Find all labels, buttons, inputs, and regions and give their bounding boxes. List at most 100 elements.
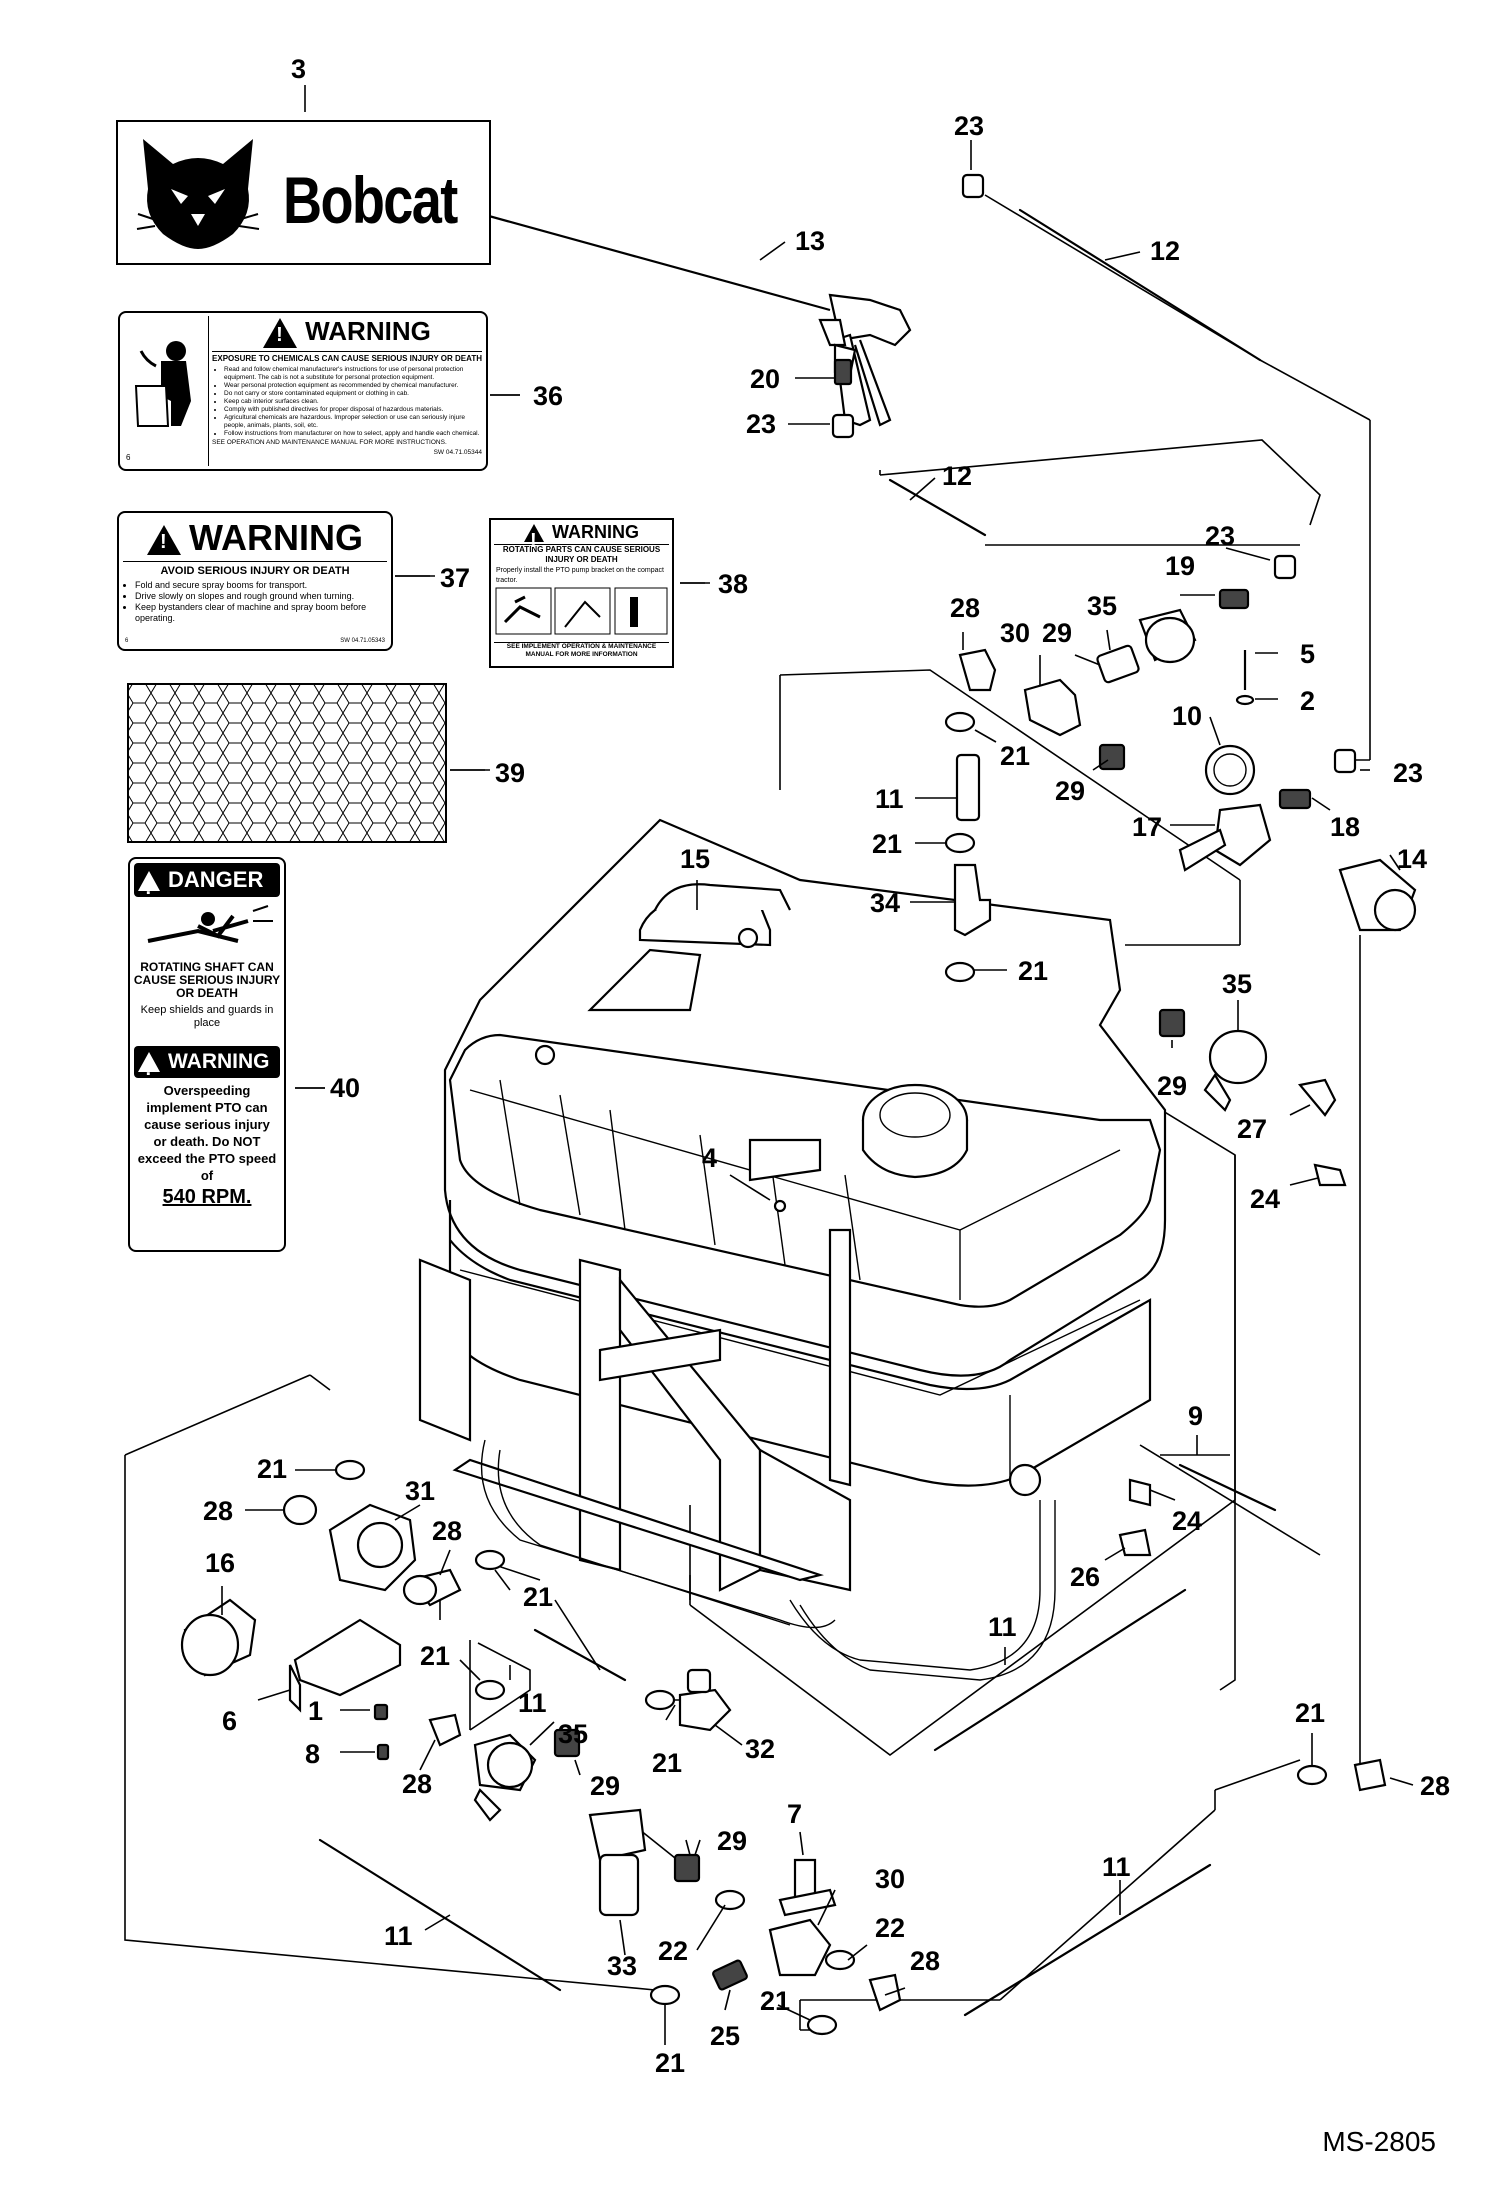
callout-label: 21	[257, 1454, 287, 1484]
callout-label: 13	[795, 226, 825, 256]
callout-label: 38	[718, 569, 748, 599]
callout-label: 28	[1420, 1771, 1450, 1801]
decal-bullet: Keep bystanders clear of machine and spr…	[135, 602, 391, 624]
decal-bullet: Properly install the PTO pump bracket on…	[496, 567, 664, 584]
reflective-decal	[127, 683, 447, 843]
callout-label: 8	[305, 1739, 320, 1769]
decal-heading: AVOID SERIOUS INJURY OR DEATH	[160, 565, 350, 577]
decal-leaders	[295, 394, 710, 1089]
callout-label: 22	[658, 1936, 688, 1966]
person-spraying-icon	[134, 341, 191, 427]
callout-label: 17	[1132, 812, 1162, 842]
callout-labels: 3 23 13 12 20 23 36 12 23 19 37 38 28 35…	[203, 54, 1450, 2078]
callout-label: 29	[1157, 1071, 1187, 1101]
callout-label: 35	[1087, 591, 1117, 621]
callout-label: 20	[750, 364, 780, 394]
callout-label: 35	[1222, 969, 1252, 999]
callout-label: 29	[590, 1771, 620, 1801]
decal-code-right: SW 04.71.05344	[433, 449, 482, 457]
callout-label: 23	[1205, 521, 1235, 551]
decal-code-left: 6	[125, 638, 129, 644]
callout-label: 12	[942, 461, 972, 491]
callout-label: 28	[432, 1516, 462, 1546]
callout-label: 23	[1393, 758, 1423, 788]
decal-heading: ROTATING PARTS CAN CAUSE SERIOUS INJURY …	[494, 544, 669, 565]
callout-label: 27	[1237, 1114, 1267, 1144]
callout-label: 9	[1188, 1401, 1203, 1431]
callout-label: 4	[702, 1143, 717, 1173]
fittings	[180, 173, 1417, 2036]
decal-bullet: Follow instructions from manufacturer on…	[224, 430, 482, 438]
callout-label: 11	[988, 1612, 1017, 1642]
callout-label: 30	[1000, 618, 1030, 648]
clamp-23-top	[961, 173, 985, 199]
decal-bullet: Do not carry or store contaminated equip…	[224, 390, 482, 398]
callout-label: 11	[384, 1921, 413, 1951]
danger-triangle-icon	[138, 871, 160, 900]
decal-footer: SEE OPERATION AND MAINTENANCE MANUAL FOR…	[212, 439, 447, 447]
callout-label: 21	[655, 2048, 685, 2078]
callout-label: 31	[405, 1476, 435, 1506]
callout-label: 16	[205, 1548, 235, 1578]
warning-triangle-icon	[138, 1052, 160, 1081]
callout-label: 26	[1070, 1562, 1100, 1592]
decal-title: WARNING	[305, 316, 431, 346]
decal-pictogram: 6	[123, 316, 209, 466]
callout-label: 28	[950, 593, 980, 623]
callout-label: 7	[787, 1799, 802, 1829]
decal-bullet: Drive slowly on slopes and rough ground …	[135, 591, 391, 602]
decal-code-right: SW 04.71.05343	[340, 638, 385, 644]
decal-bullet: Wear personal protection equipment as re…	[224, 382, 482, 390]
callout-label: 21	[1000, 741, 1030, 771]
callout-label: 15	[680, 844, 710, 874]
callout-label: 11	[518, 1688, 547, 1718]
callout-label: 11	[1102, 1852, 1131, 1882]
callout-label: 1	[308, 1696, 323, 1726]
danger-header: DANGER	[134, 863, 280, 900]
callout-label: 35	[558, 1719, 588, 1749]
callout-label: 28	[203, 1496, 233, 1526]
warning-triangle-icon	[147, 525, 181, 556]
callout-label: 6	[222, 1706, 237, 1736]
callout-label: 29	[1055, 776, 1085, 806]
callout-label: 21	[652, 1748, 682, 1778]
callout-label: 11	[875, 784, 904, 814]
decal-title: WARNING	[552, 522, 639, 542]
decal-bullet: Agricultural chemicals are hazardous. Im…	[224, 414, 482, 430]
callout-label: 23	[746, 409, 776, 439]
danger-title: DANGER	[168, 867, 264, 892]
decal-heading: EXPOSURE TO CHEMICALS CAN CAUSE SERIOUS …	[212, 354, 482, 364]
callout-label: 29	[717, 1826, 747, 1856]
callout-label: 39	[495, 758, 525, 788]
callout-label: 28	[910, 1946, 940, 1976]
callout-label: 21	[1018, 956, 1048, 986]
spray-tank	[418, 818, 1167, 1681]
callout-label: 18	[1330, 812, 1360, 842]
bobcat-decal: Bobcat	[116, 120, 491, 265]
callout-label: 21	[523, 1582, 553, 1612]
callout-label: 21	[872, 829, 902, 859]
warning-title: WARNING	[168, 1050, 270, 1073]
callout-label: 10	[1172, 701, 1202, 731]
pto-danger-warning-decal: DANGER ROTATING SHAFT CAN CAUSE SERIOUS …	[128, 857, 286, 1252]
brand-wordmark: Bobcat	[283, 163, 458, 237]
callout-label: 19	[1165, 551, 1195, 581]
callout-label: 21	[760, 1986, 790, 2016]
callout-label: 40	[330, 1073, 360, 1103]
rotating-parts-warning-decal: WARNING ROTATING PARTS CAN CAUSE SERIOUS…	[489, 518, 674, 668]
decal-bullet: Comply with published directives for pro…	[224, 406, 482, 414]
decal-bullet: Keep cab interior surfaces clean.	[224, 398, 482, 406]
warning-triangle-icon	[263, 318, 298, 349]
callout-label: 28	[402, 1769, 432, 1799]
avoid-injury-warning-decal: WARNING AVOID SERIOUS INJURY OR DEATH Fo…	[117, 511, 393, 651]
callout-label: 2	[1300, 686, 1315, 716]
entanglement-pictogram-icon	[147, 905, 273, 943]
decal-footer: SEE IMPLEMENT OPERATION & MAINTENANCE MA…	[494, 642, 669, 659]
figure-id: MS-2805	[1322, 2126, 1436, 2157]
nut-icon	[773, 1199, 787, 1213]
callout-label: 21	[1295, 1698, 1325, 1728]
callout-label: 12	[1150, 236, 1180, 266]
callout-label: 34	[870, 888, 900, 918]
callout-label: 3	[291, 54, 306, 84]
